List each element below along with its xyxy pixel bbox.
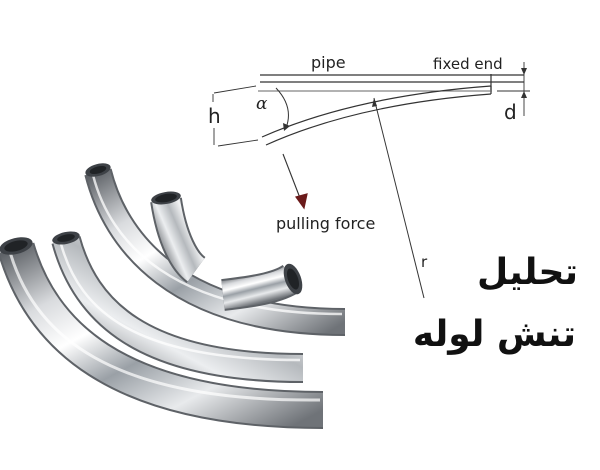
- fixed-end-label: fixed end: [433, 55, 503, 73]
- h-dimension-top: [213, 85, 257, 94]
- pipe-label: pipe: [311, 53, 346, 72]
- pulling-force-label: pulling force: [276, 214, 376, 233]
- h-dimension-bottom: [217, 139, 259, 147]
- bending-diagram: [212, 62, 530, 299]
- pulling-force-arrow: [282, 153, 301, 199]
- d-label: d: [504, 100, 517, 124]
- bent-pipes-group: [0, 163, 346, 429]
- title-line-2: تنش لوله: [412, 314, 576, 355]
- pulling-force-arrowhead: [295, 193, 308, 210]
- radius-label: r: [421, 253, 428, 271]
- radius-line: [373, 97, 425, 299]
- bent-pipe-lower-wall: [265, 93, 492, 146]
- alpha-label: α: [256, 94, 268, 114]
- alpha-angle-arc: [275, 87, 289, 129]
- title-line-1: تحلیل: [477, 252, 578, 293]
- h-label: h: [208, 104, 221, 128]
- bent-pipe-upper-wall: [261, 85, 492, 138]
